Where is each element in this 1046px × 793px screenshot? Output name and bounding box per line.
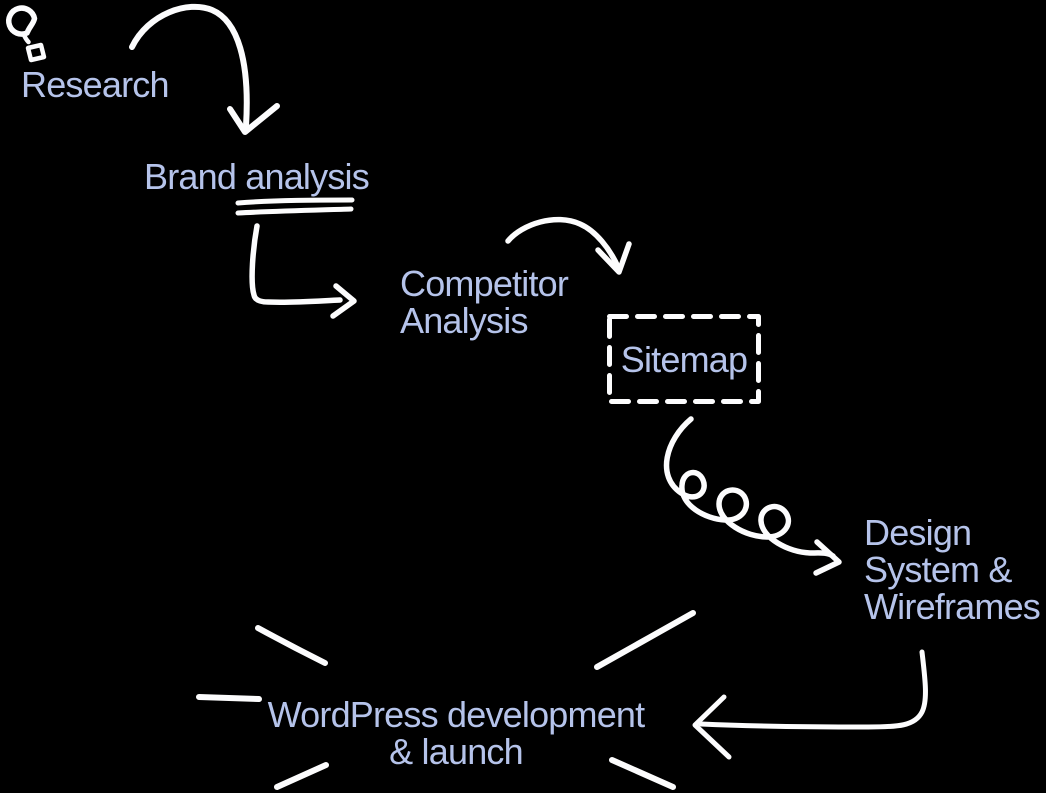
node-sitemap: Sitemap [620,338,748,380]
arrow-research-to-brand [129,3,280,135]
burst-line-left [196,694,262,702]
burst-line-upper-left [255,625,328,666]
lightbulb-icon [6,5,47,63]
node-design-system: Design System & Wireframes [864,512,1041,627]
burst-lines [196,610,696,790]
node-brand-analysis: Brand analysis [144,156,370,197]
arrow-brand-to-competitor [249,223,357,319]
sitemap-dashed-box [607,314,761,404]
node-wordpress: WordPress development & launch [267,694,646,772]
node-research: Research [21,64,169,105]
node-competitor-analysis: Competitor Analysis [400,263,569,341]
burst-line-lower-right [609,757,676,790]
arrow-sitemap-to-design-coil [663,416,842,576]
node-sitemap-box: Sitemap [609,316,759,402]
arrow-design-to-wordpress [692,649,928,760]
burst-line-upper-right [594,610,696,670]
arrow-competitor-to-sitemap [505,216,632,275]
burst-line-lower-left [274,762,329,790]
double-underline [235,197,355,216]
lightbulb-base [25,42,47,63]
